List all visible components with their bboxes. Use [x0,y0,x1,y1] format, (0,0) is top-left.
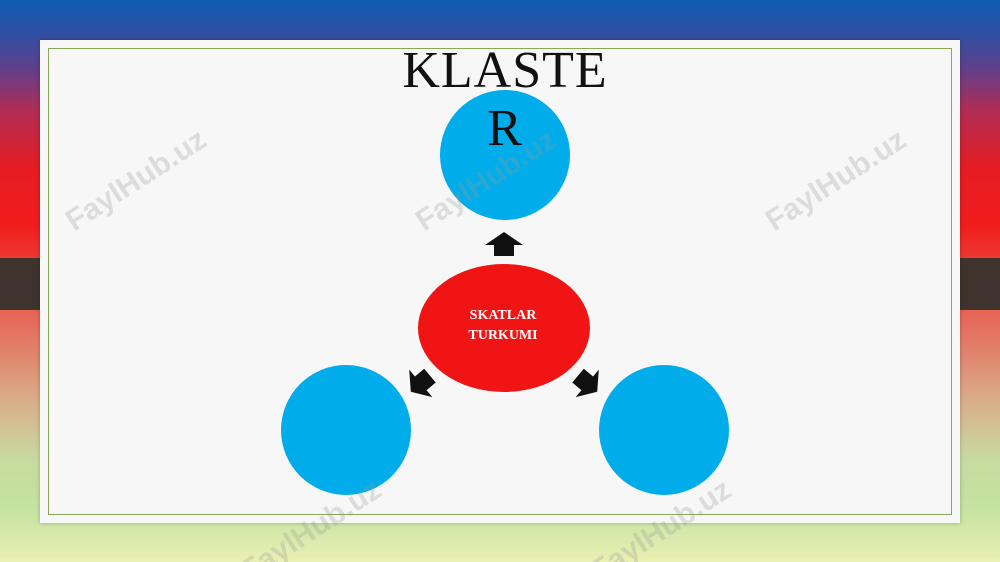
slide-frame [48,48,952,515]
arrow-to-left [409,368,436,398]
center-label-line1: SKATLAR [469,308,537,323]
top-node [440,90,570,220]
slide-title: KLASTER [402,42,608,157]
left-node [281,365,411,495]
arrow-to-top [485,232,523,256]
center-node [418,264,590,392]
arrow-to-right [572,368,599,398]
center-node-label: SKATLAR TURKUMI [440,306,566,346]
center-label-line2: TURKUMI [468,328,538,343]
right-node [599,365,729,495]
